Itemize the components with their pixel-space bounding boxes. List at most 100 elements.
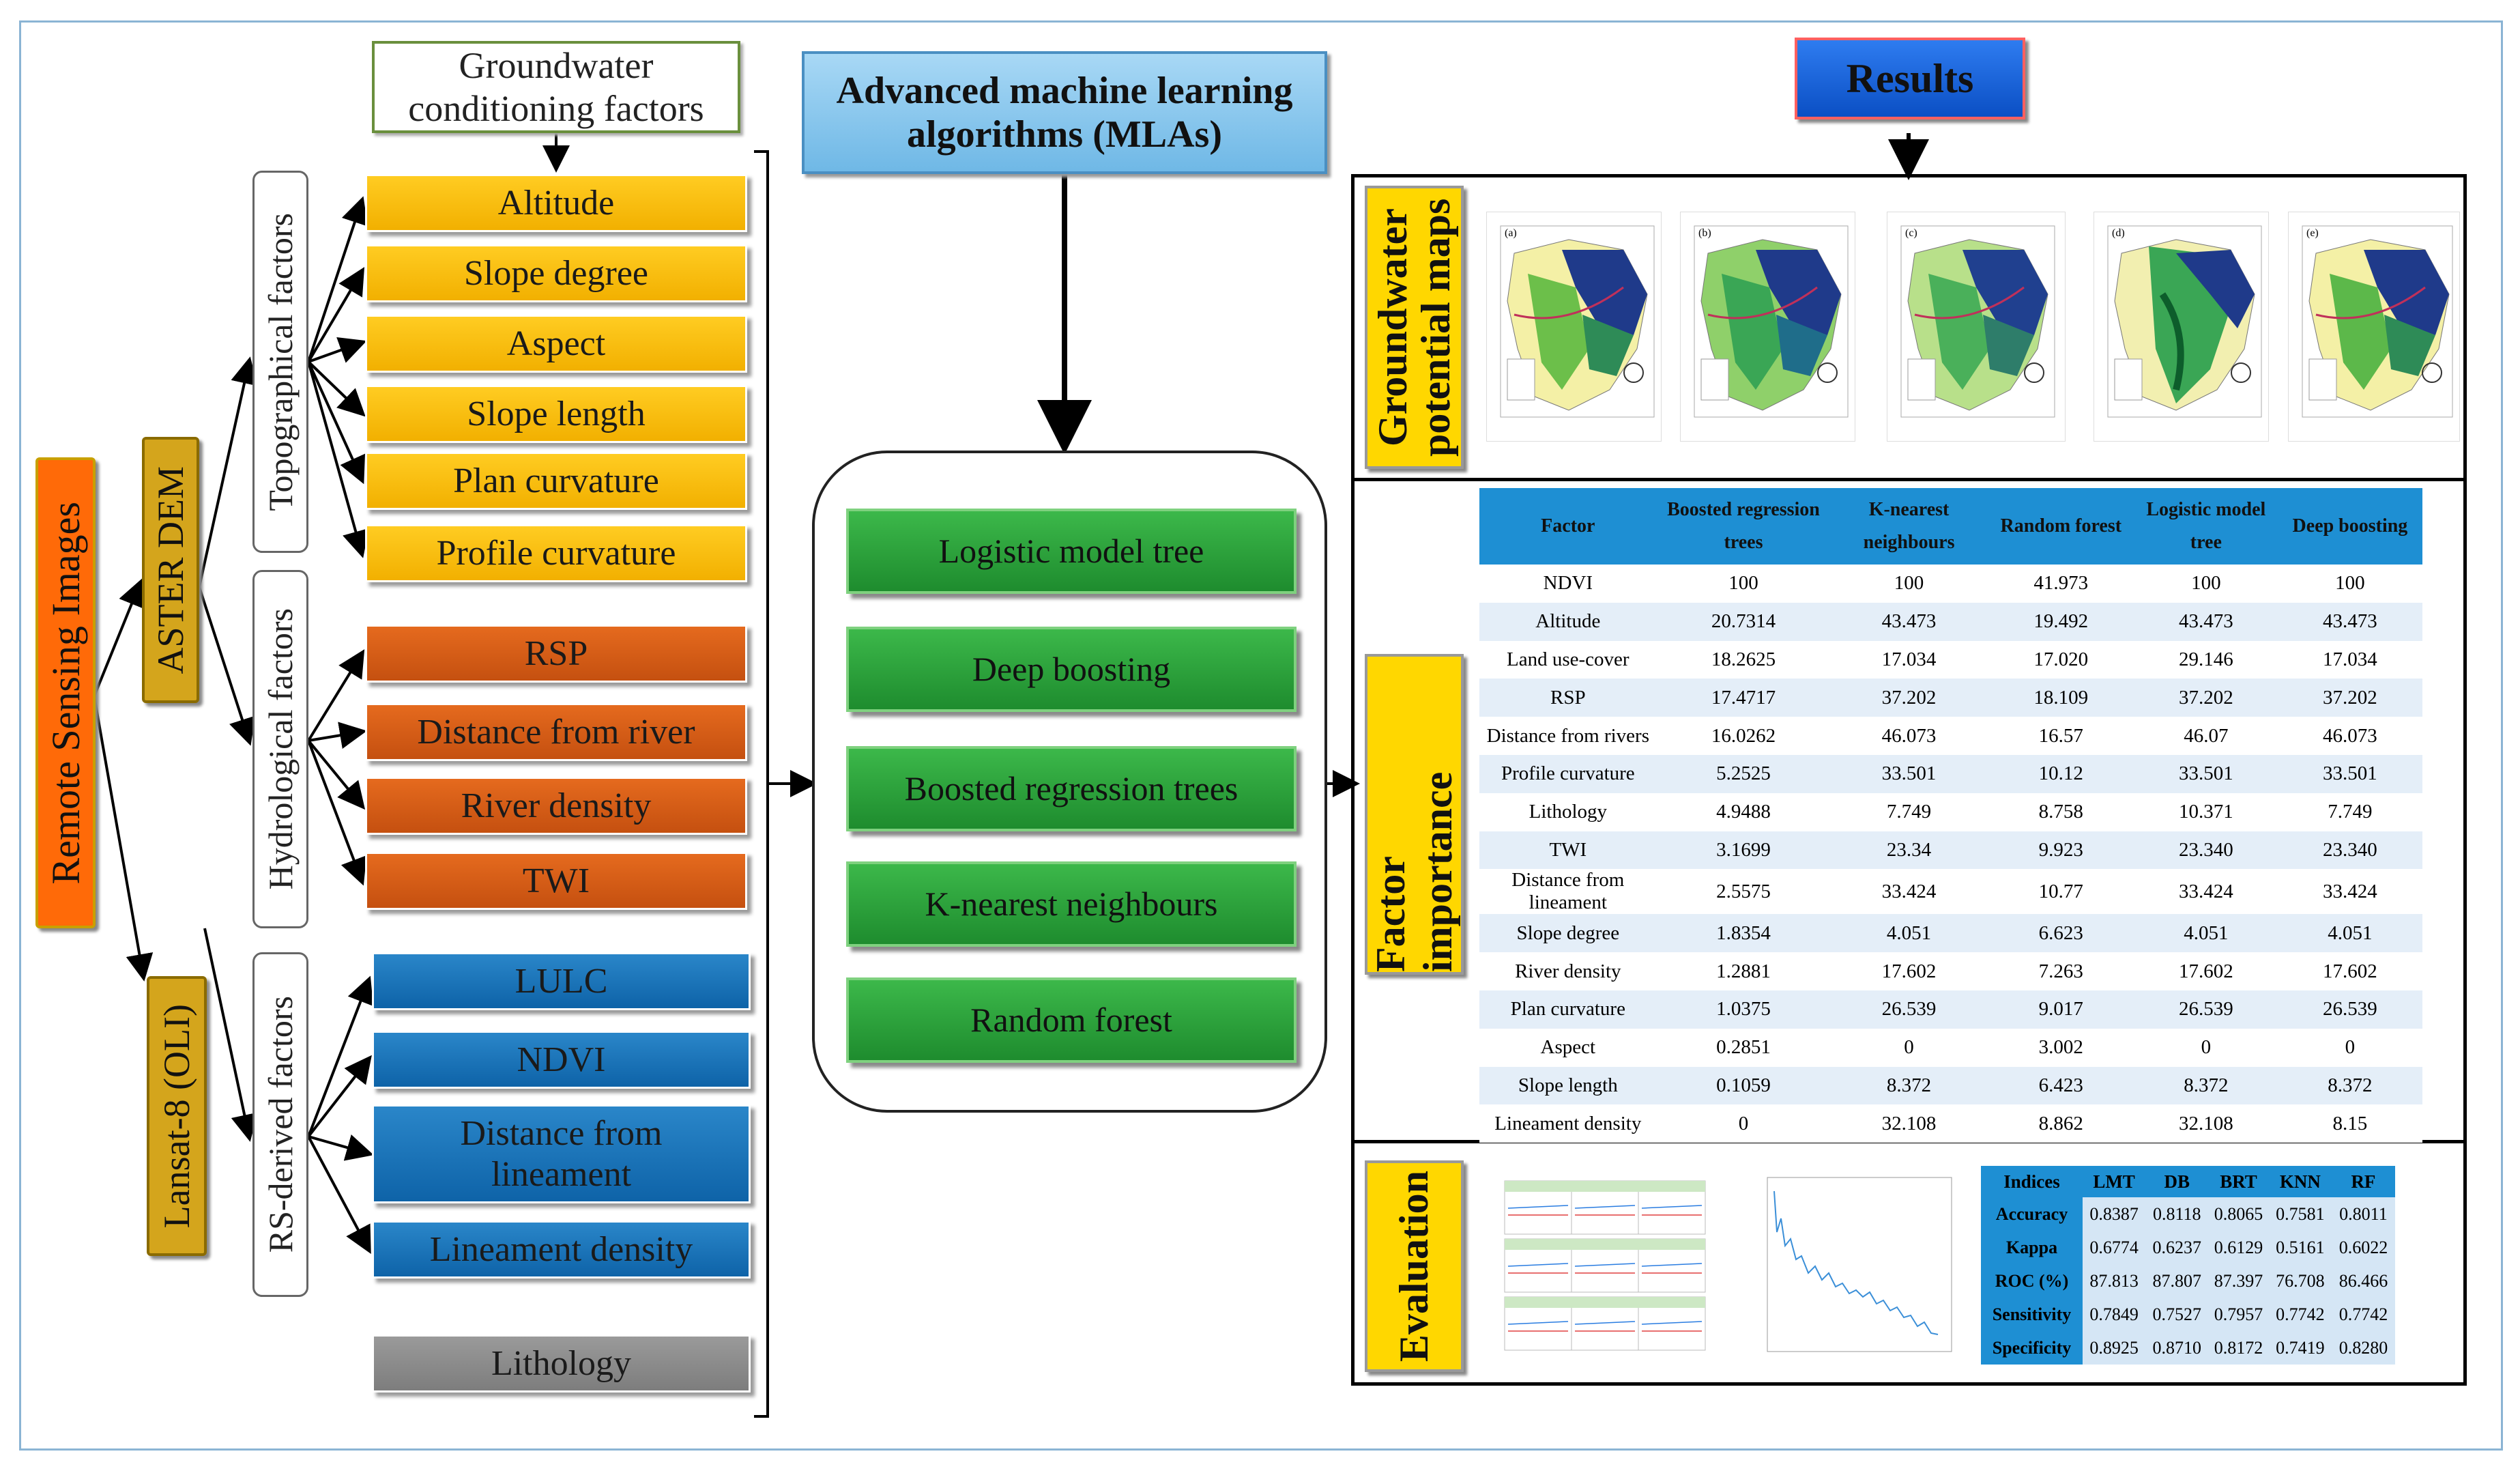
table-cell: 33.501 bbox=[2134, 754, 2278, 793]
table-cell: 0 bbox=[1830, 1028, 1988, 1067]
table-cell: 0.8118 bbox=[2145, 1197, 2209, 1231]
table-cell: 4.051 bbox=[2277, 914, 2422, 953]
table-cell: 0.7581 bbox=[2268, 1197, 2332, 1231]
evaluation-tab: Evaluation bbox=[1365, 1160, 1464, 1372]
table-cell: 4.9488 bbox=[1656, 792, 1831, 831]
gw-factors-header-label: Groundwater conditioning factors bbox=[408, 45, 704, 129]
maps-tab: Groundwater potential maps bbox=[1365, 186, 1464, 469]
table-cell: 10.371 bbox=[2134, 792, 2278, 831]
table-cell: 0.7742 bbox=[2331, 1298, 2395, 1331]
table-cell: 100 bbox=[1656, 565, 1831, 603]
factor-profile-curvature: Profile curvature bbox=[365, 524, 747, 582]
mla-header: Advanced machine learning algorithms (ML… bbox=[802, 51, 1327, 174]
table-cell: 0.7419 bbox=[2268, 1331, 2332, 1365]
table-cell: RSP bbox=[1479, 679, 1657, 717]
factor-table-header-row: Factor Boosted regression trees K-neares… bbox=[1479, 488, 2422, 565]
table-cell: 0.7742 bbox=[2268, 1298, 2332, 1331]
factor-label: Slope length bbox=[467, 394, 646, 433]
maps-tab-label: Groundwater potential maps bbox=[1370, 198, 1458, 457]
table-cell: 17.602 bbox=[2134, 952, 2278, 990]
gw-map-c: (c) bbox=[1887, 212, 2066, 442]
table-cell: 5.2525 bbox=[1656, 754, 1831, 793]
table-cell: 17.034 bbox=[1830, 640, 1988, 679]
table-cell: Distance from rivers bbox=[1479, 717, 1657, 755]
table-cell: ROC (%) bbox=[1981, 1264, 2083, 1298]
factor-importance-table: Factor Boosted regression trees K-neares… bbox=[1479, 488, 2422, 1143]
eval-table-header: DB bbox=[2145, 1166, 2209, 1197]
eval-table-header: LMT bbox=[2083, 1166, 2146, 1197]
factor-lithology: Lithology bbox=[372, 1334, 751, 1393]
table-cell: 43.473 bbox=[2277, 602, 2422, 641]
table-cell: 37.202 bbox=[2277, 679, 2422, 717]
factor-label: Aspect bbox=[506, 324, 606, 363]
table-cell: 26.539 bbox=[2134, 990, 2278, 1029]
table-cell: Kappa bbox=[1981, 1231, 2083, 1264]
gw-map-d: (d) bbox=[2094, 212, 2269, 442]
eval-table-header: BRT bbox=[2208, 1166, 2269, 1197]
table-cell: 0.8065 bbox=[2208, 1197, 2269, 1231]
table-cell: 17.4717 bbox=[1656, 679, 1831, 717]
table-cell: 29.146 bbox=[2134, 640, 2278, 679]
model-deep-boosting: Deep boosting bbox=[846, 627, 1297, 712]
topographical-group-label: Topographical factors bbox=[261, 212, 300, 511]
table-cell: 18.2625 bbox=[1656, 640, 1831, 679]
factor-plan-curvature: Plan curvature bbox=[365, 452, 747, 510]
table-cell: 46.073 bbox=[1830, 717, 1988, 755]
model-k-nearest-neighbours: K-nearest neighbours bbox=[846, 861, 1297, 947]
factor-twi: TWI bbox=[365, 852, 747, 910]
table-cell: 4.051 bbox=[1830, 914, 1988, 953]
factor-altitude: Altitude bbox=[365, 174, 747, 232]
lansat-label: Lansat-8 (OLI) bbox=[156, 1003, 197, 1229]
table-cell: 1.2881 bbox=[1656, 952, 1831, 990]
table-cell: 17.602 bbox=[2277, 952, 2422, 990]
table-cell: Lineament density bbox=[1479, 1104, 1657, 1143]
hydrological-group: Hydrological factors bbox=[252, 570, 308, 928]
table-cell: 0.8925 bbox=[2083, 1331, 2146, 1365]
table-cell: NDVI bbox=[1479, 565, 1657, 603]
table-cell: 0.5161 bbox=[2268, 1231, 2332, 1264]
factor-label: Profile curvature bbox=[436, 533, 676, 573]
table-cell: 0.6129 bbox=[2208, 1231, 2269, 1264]
kernel-chart-graphic bbox=[1767, 1177, 1952, 1352]
table-cell: 100 bbox=[2277, 565, 2422, 603]
outer-frame bbox=[19, 20, 2503, 1451]
factor-label: Altitude bbox=[497, 183, 615, 223]
table-cell: 7.749 bbox=[1830, 792, 1988, 831]
factor-slope-degree: Slope degree bbox=[365, 244, 747, 302]
table-cell: 0.8710 bbox=[2145, 1331, 2209, 1365]
remote-sensing-label: Remote Sensing Images bbox=[43, 501, 88, 885]
table-cell: 7.749 bbox=[2277, 792, 2422, 831]
table-cell: 0 bbox=[2134, 1028, 2278, 1067]
gw-map-e: (e) bbox=[2288, 212, 2460, 442]
factor-table-header: Factor bbox=[1479, 488, 1657, 565]
factor-ndvi: NDVI bbox=[372, 1031, 751, 1089]
table-cell: 16.57 bbox=[1987, 717, 2134, 755]
factor-distance-from-lineament: Distance from lineament bbox=[372, 1104, 751, 1203]
factor-distance-from-river: Distance from river bbox=[365, 703, 747, 761]
table-cell: 46.073 bbox=[2277, 717, 2422, 755]
table-cell: 18.109 bbox=[1987, 679, 2134, 717]
results-header: Results bbox=[1795, 38, 2025, 119]
aster-dem-label: ASTER DEM bbox=[150, 466, 191, 674]
table-cell: 8.758 bbox=[1987, 792, 2134, 831]
table-cell: 23.340 bbox=[2134, 831, 2278, 870]
table-cell: 33.501 bbox=[1830, 754, 1988, 793]
table-cell: 0.7849 bbox=[2083, 1298, 2146, 1331]
table-cell: 26.539 bbox=[2277, 990, 2422, 1029]
table-cell: 0.7527 bbox=[2145, 1298, 2209, 1331]
evaluation-tab-label: Evaluation bbox=[1391, 1170, 1436, 1362]
factor-label: Plan curvature bbox=[453, 461, 659, 500]
remote-sensing-box: Remote Sensing Images bbox=[35, 457, 96, 928]
mla-header-label: Advanced machine learning algorithms (ML… bbox=[836, 69, 1293, 156]
rs-derived-group-label: RS-derived factors bbox=[261, 996, 300, 1253]
